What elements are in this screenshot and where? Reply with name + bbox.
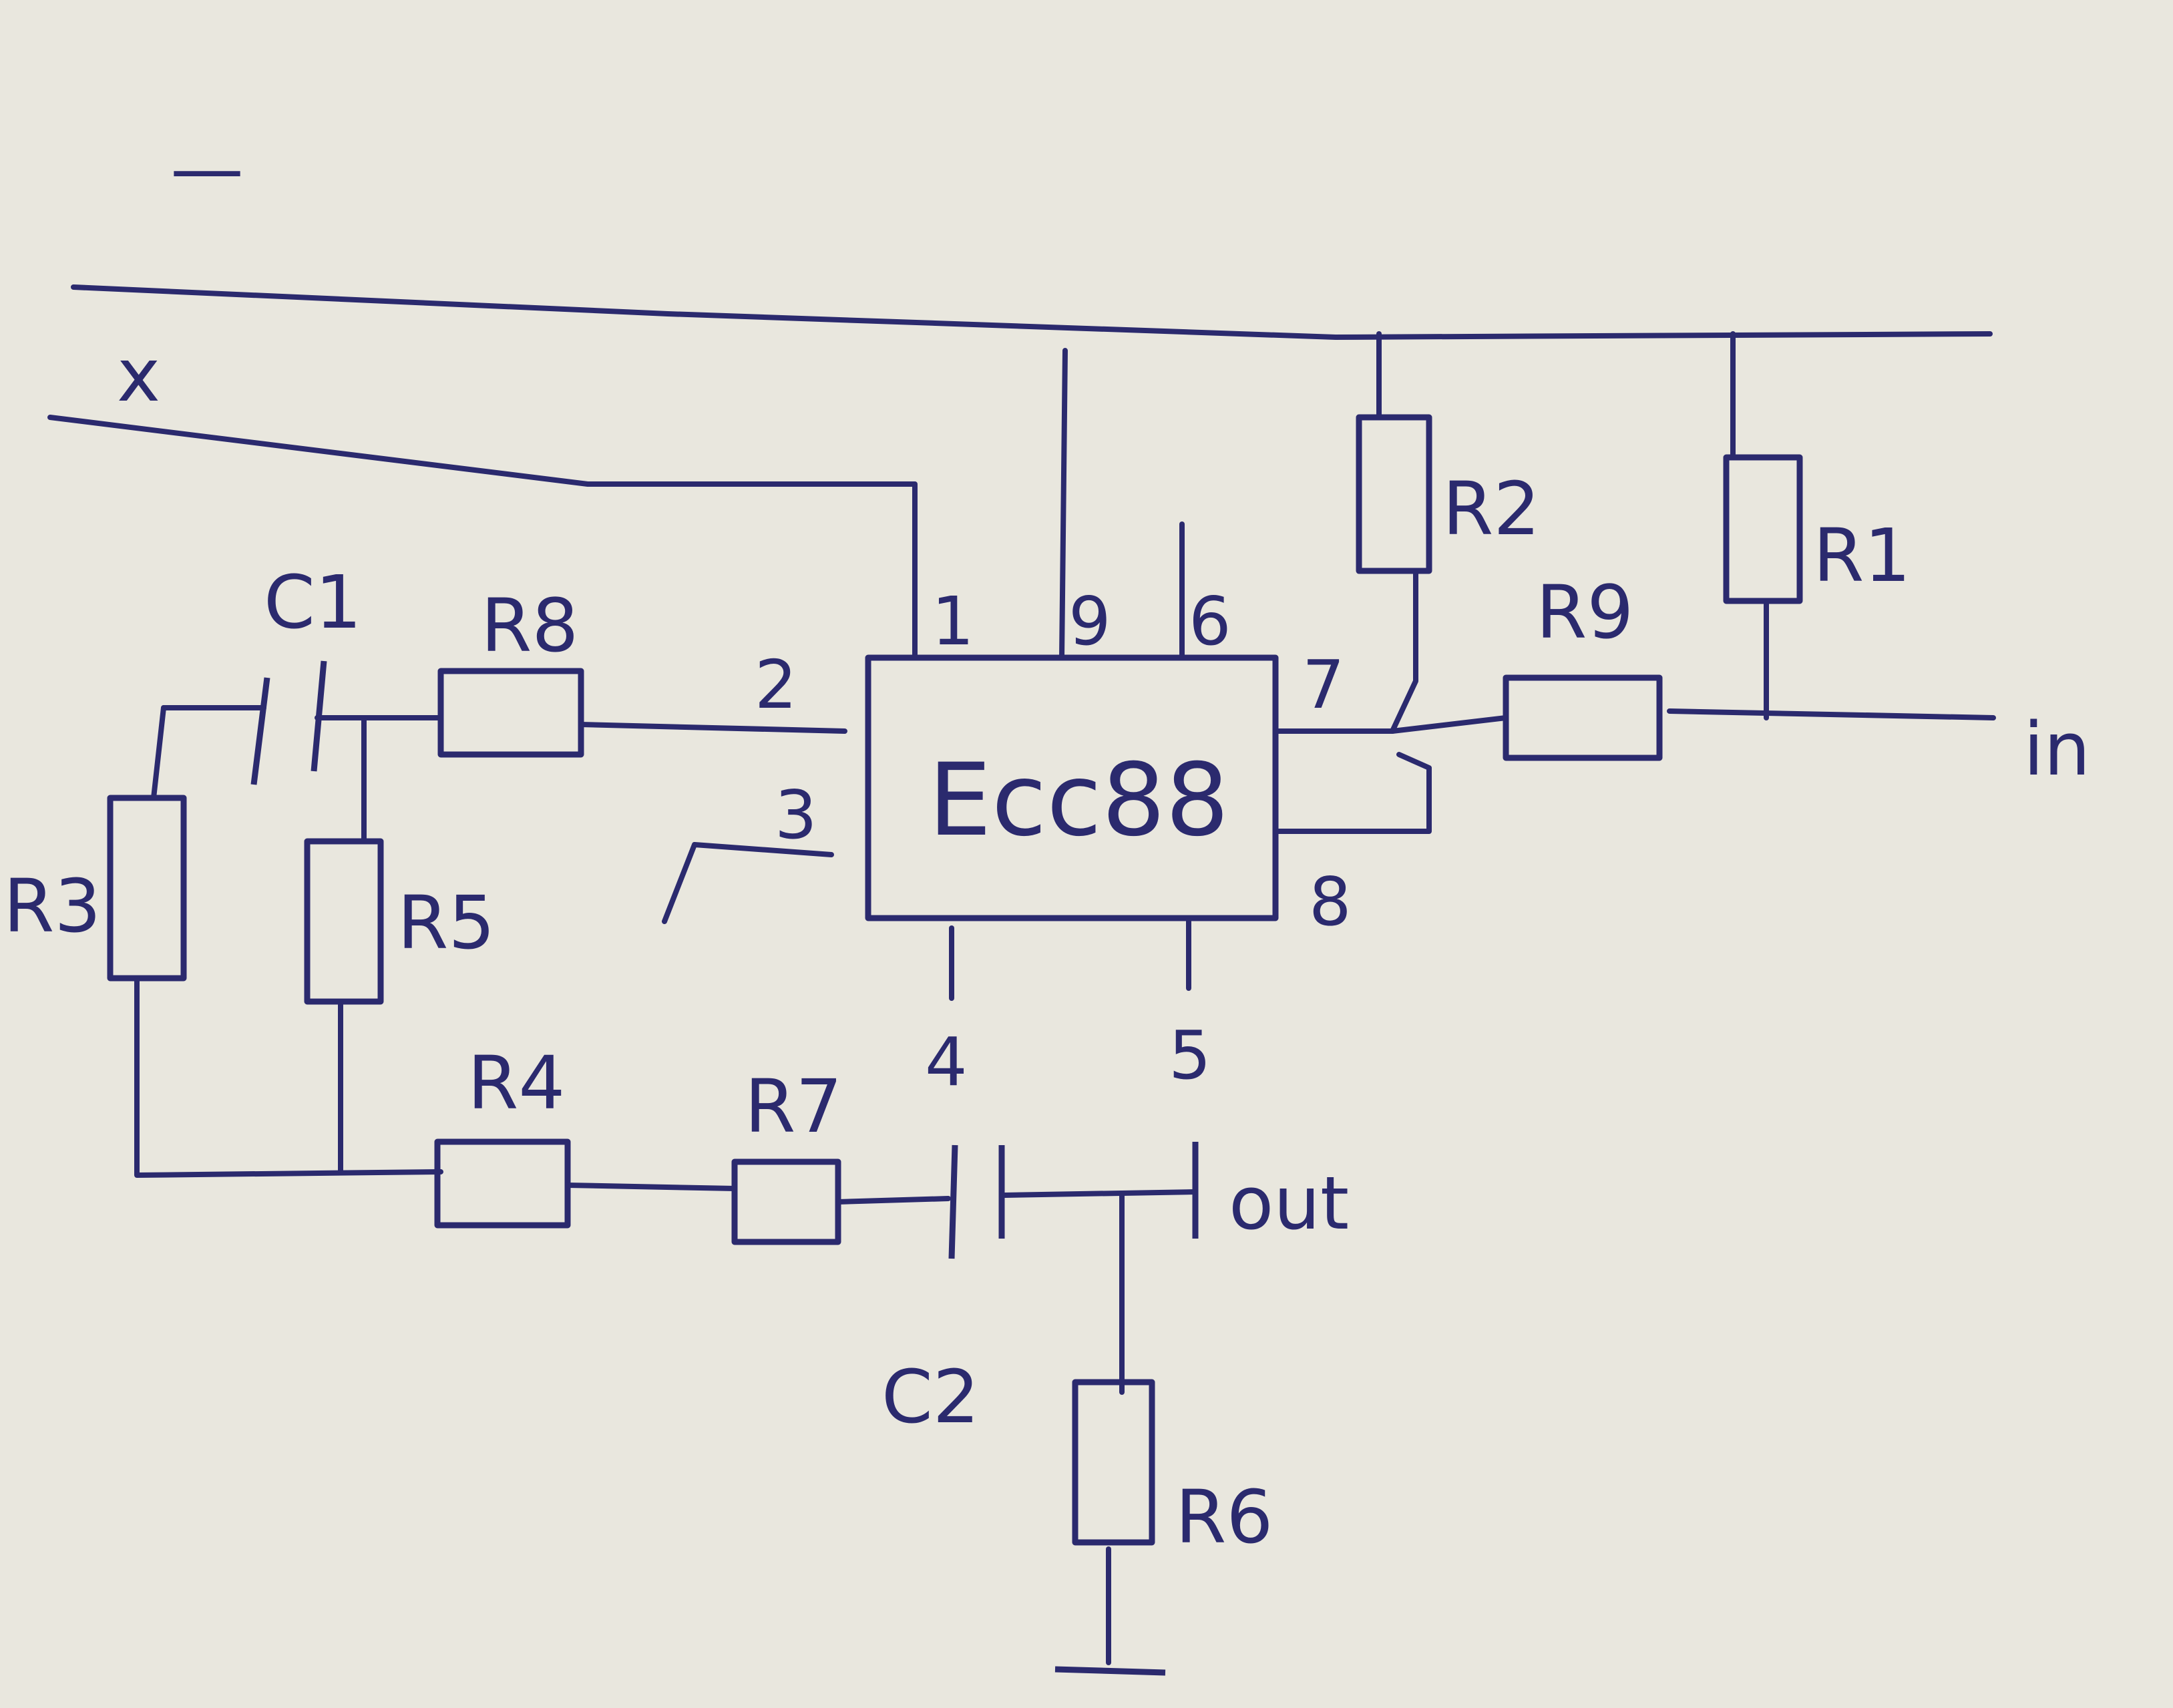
- pin-4: 4: [925, 1023, 968, 1101]
- r8-resistor: [437, 668, 584, 758]
- r1-resistor: [1723, 454, 1803, 604]
- pin3-lead: [662, 842, 834, 924]
- c1-label: C1: [264, 560, 362, 645]
- r6-label: R6: [1175, 1474, 1273, 1560]
- r3-resistor: [107, 795, 187, 982]
- minus-label: —: [170, 126, 244, 211]
- r7-label: R7: [745, 1064, 842, 1149]
- c2-capacitor: [948, 1144, 1005, 1259]
- r2-resistor: [1356, 414, 1432, 574]
- pin-numbers: 1 9 6 2 7 3 8 4 5: [755, 582, 1352, 1101]
- r9-label: R9: [1536, 570, 1633, 655]
- pin-3: 3: [775, 776, 817, 854]
- r9-resistor: [1503, 674, 1663, 761]
- pin-9: 9: [1068, 582, 1111, 660]
- x-label: x: [117, 333, 160, 418]
- pin8-lead: [1273, 752, 1432, 834]
- r5-label: R5: [397, 880, 495, 966]
- tube-pin-leads: [578, 348, 1432, 1001]
- x-rail: [47, 415, 918, 657]
- r6-resistor: [1072, 1379, 1155, 1546]
- r3-label: R3: [3, 863, 101, 949]
- pin9-lead: [1059, 348, 1068, 660]
- r4-label: R4: [467, 1040, 565, 1126]
- pin-6: 6: [1189, 582, 1231, 660]
- c2-label: C2: [881, 1354, 980, 1440]
- in-label: in: [2023, 706, 2090, 792]
- r5-resistor: [304, 838, 384, 1005]
- r2-label: R2: [1442, 466, 1540, 552]
- pin-7: 7: [1302, 646, 1345, 724]
- r1-label: R1: [1813, 513, 1911, 598]
- out-label: out: [1229, 1160, 1349, 1246]
- component-labels: — x C1 R8 R3 R5 R4 R7 C2 R6 R2 R1 R9 in …: [3, 126, 2090, 1560]
- ecc88-tube: Ecc88: [865, 654, 1279, 921]
- r8-label: R8: [481, 583, 578, 668]
- input-network: [1356, 331, 1996, 761]
- pin-8: 8: [1309, 863, 1352, 941]
- feedback-network: [107, 660, 1199, 1676]
- pin2-lead: [578, 722, 847, 734]
- pin-2: 2: [755, 646, 797, 724]
- minus-rail: [71, 284, 1993, 340]
- tube-body: [865, 654, 1279, 921]
- pin-1: 1: [932, 582, 974, 660]
- tube-label: Ecc88: [928, 742, 1229, 859]
- pin-5: 5: [1169, 1016, 1211, 1094]
- ground-symbol: [1054, 1666, 1166, 1676]
- supply-rails: [47, 284, 1993, 657]
